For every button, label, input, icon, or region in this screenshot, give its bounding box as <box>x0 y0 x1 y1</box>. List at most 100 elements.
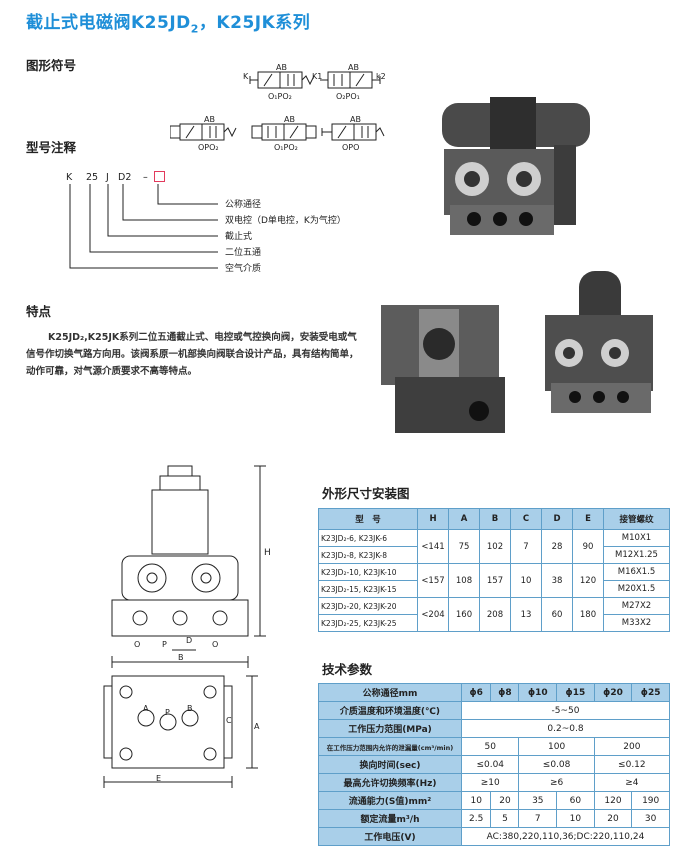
bore-cell: ϕ15 <box>556 683 595 702</box>
symbol2-port-top: AB <box>348 63 359 72</box>
symbol-k1-label: K1 <box>312 72 323 81</box>
h-cell: <141 <box>417 529 449 564</box>
symbol-k-label: K <box>243 72 249 81</box>
bore-cell: ϕ8 <box>490 683 520 702</box>
model-heading: 型号注释 <box>26 140 77 155</box>
tech-table: 公称通径mm ϕ6 ϕ8 ϕ10 ϕ15 ϕ20 ϕ25 介质温度和环境温度(℃… <box>318 683 671 846</box>
label-o-left: O <box>134 640 141 649</box>
temp-value: -5~50 <box>461 701 670 720</box>
valve-photo-1 <box>442 97 590 235</box>
rated-value: 5 <box>490 809 520 828</box>
model-code-j: J <box>106 172 109 183</box>
volt-label: 工作电压(V) <box>318 827 462 846</box>
symbol4-port-top: AB <box>284 115 295 124</box>
model-cell: K23JD₂-20, K23JK-20 <box>318 597 418 615</box>
table-row: 公称通径mm ϕ6 ϕ8 ϕ10 ϕ15 ϕ20 ϕ25 <box>318 683 670 702</box>
table-row: 工作电压(V) AC:380,220,110,36;DC:220,110,24 <box>318 827 670 846</box>
table-row: K23JD₂-15, K23JK-15 M20X1.5 <box>318 580 670 598</box>
symbol1-port-top: AB <box>276 63 287 72</box>
bore-cell: ϕ20 <box>593 683 633 702</box>
e-cell: 90 <box>572 529 604 564</box>
model-cell: K23JD₂-15, K23JK-15 <box>318 580 418 598</box>
thread-cell: M33X2 <box>603 614 670 632</box>
switch-value: ≤0.04 <box>460 755 520 774</box>
e-cell: 120 <box>572 563 604 598</box>
header-h: H <box>417 508 449 530</box>
model-code-k: K <box>66 172 73 183</box>
freq-value: ≥4 <box>593 773 671 792</box>
table-row: 额定流量m³/h 2.5 5 7 10 20 30 <box>318 809 670 828</box>
model-cell: K23JD₂-10, K23JK-10 <box>318 563 418 581</box>
label-a: A <box>254 722 260 731</box>
label-b: B <box>178 653 184 662</box>
table-row: 工作压力范围(MPa) 0.2~0.8 <box>318 719 670 738</box>
model-code-dash: – <box>143 172 148 183</box>
e-cell: 180 <box>572 597 604 632</box>
front-view <box>111 465 266 668</box>
leak-value: 200 <box>593 737 671 756</box>
freq-value: ≥10 <box>460 773 520 792</box>
rated-value: 30 <box>631 809 670 828</box>
valve-symbol-5 <box>321 123 385 141</box>
temp-label: 介质温度和环境温度(℃) <box>318 701 462 720</box>
label-port-b: B <box>187 704 193 713</box>
table-row: 换向时间(sec) ≤0.04 ≤0.08 ≤0.12 <box>318 755 671 774</box>
b-cell: 208 <box>479 597 511 632</box>
pressure-label: 工作压力范围(MPa) <box>318 719 462 738</box>
d-cell: 28 <box>541 529 573 564</box>
leak-value: 50 <box>460 737 520 756</box>
c-cell: 7 <box>510 529 542 564</box>
bore-cell: ϕ6 <box>460 683 492 702</box>
h-cell: <204 <box>417 597 449 632</box>
top-view <box>103 675 258 788</box>
bore-label: 公称通径mm <box>318 683 462 702</box>
switch-label: 换向时间(sec) <box>318 755 462 774</box>
symbol2-port-bottom: O₂PO₁ <box>336 92 360 101</box>
symbol5-port-bottom: OPO <box>342 143 360 152</box>
model-cell: K23JD₂-25, K23JK-25 <box>318 614 418 632</box>
table-row: 在工作压力范围内允许的泄漏量(cm³/min) 50 100 200 <box>318 737 671 756</box>
switch-value: ≤0.08 <box>518 755 595 774</box>
flow-value: 190 <box>631 791 670 810</box>
d-cell: 60 <box>541 597 573 632</box>
model-note-ways: 二位五通 <box>225 248 262 258</box>
valve-photo-2 <box>381 271 653 433</box>
h-cell: <157 <box>417 563 449 598</box>
valve-symbol-4 <box>251 123 317 141</box>
title-main: 截止式电磁阀K25JD <box>26 13 191 33</box>
header-e: E <box>572 508 604 530</box>
flow-value: 60 <box>556 791 595 810</box>
symbol3-port-top: AB <box>204 115 215 124</box>
tech-heading: 技术参数 <box>322 662 373 677</box>
model-note-bore: 公称通径 <box>225 200 262 210</box>
features-text: K25JD₂,K25JK系列二位五通截止式、电控或气控换向阀，安装受电或气信号作… <box>26 332 359 377</box>
table-row: K23JD₂-25, K23JK-25 M33X2 <box>318 614 670 632</box>
thread-cell: M20X1.5 <box>603 580 670 598</box>
bore-cell: ϕ25 <box>631 683 670 702</box>
model-cell: K23JD₂-8, K23JK-8 <box>318 546 418 564</box>
label-h: H <box>264 548 271 558</box>
valve-symbol-2 <box>320 71 381 89</box>
label-e: E <box>156 774 162 783</box>
header-a: A <box>448 508 480 530</box>
table-row: 最高允许切换频率(Hz) ≥10 ≥6 ≥4 <box>318 773 671 792</box>
thread-cell: M27X2 <box>603 597 670 615</box>
page-title: 截止式电磁阀K25JD2，K25JK系列 <box>26 8 310 35</box>
dimension-table-header: 型 号 H A B C D E 接管螺纹 <box>318 508 670 530</box>
symbol-k2-label: k2 <box>376 72 386 81</box>
model-note-medium: 空气介质 <box>225 264 262 274</box>
title-subscript: 2 <box>190 22 199 36</box>
features-heading: 特点 <box>26 304 52 319</box>
label-o-right: O <box>212 640 219 649</box>
leak-value: 100 <box>518 737 595 756</box>
table-row: K23JD₂-6, K23JK-6 <141 75 102 7 28 90 M1… <box>318 529 670 564</box>
label-d: D <box>186 636 193 645</box>
a-cell: 75 <box>448 529 480 564</box>
model-note-type: 截止式 <box>225 232 253 242</box>
symbol-heading: 图形符号 <box>26 58 77 73</box>
header-model: 型 号 <box>318 508 418 530</box>
pressure-value: 0.2~0.8 <box>461 719 670 738</box>
a-cell: 160 <box>448 597 480 632</box>
table-row: K23JD₂-10, K23JK-10 <157 108 157 10 38 1… <box>318 563 670 598</box>
dimension-drawing <box>103 465 266 788</box>
